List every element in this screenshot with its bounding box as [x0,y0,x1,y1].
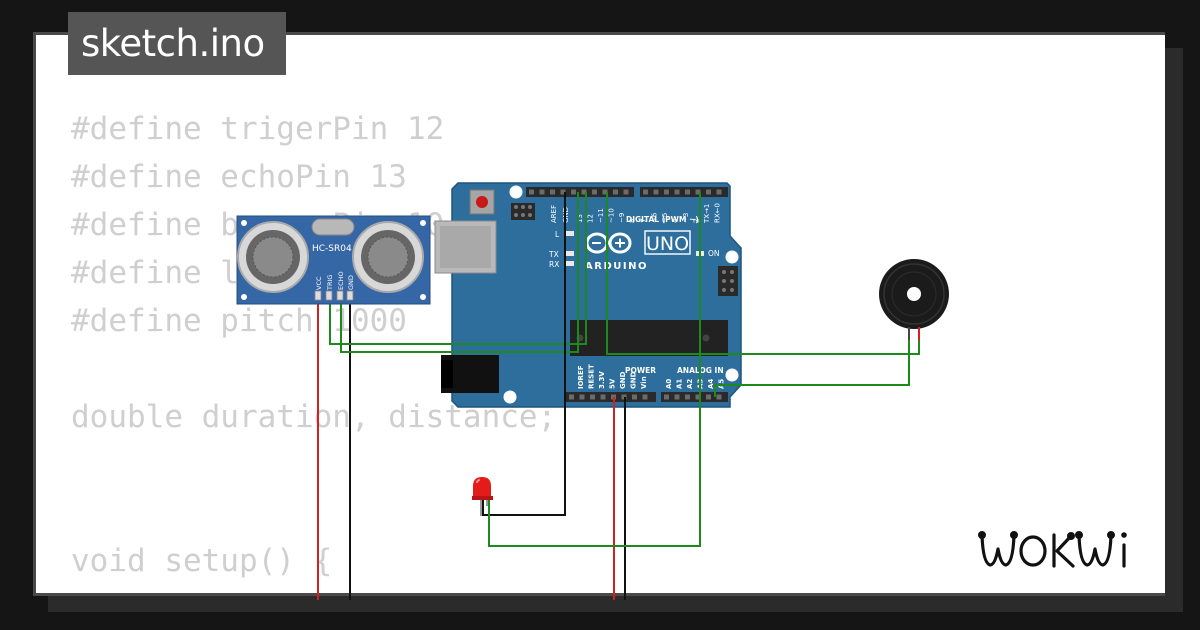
wire-echo [340,192,579,353]
file-tab-label: sketch.ino [81,22,265,65]
ultrasonic-sensor[interactable]: HC-SR04 VCC TRIG ECHO GND [236,215,431,305]
sensor-pin-gnd-label: GND [347,275,355,290]
rx-label: RX [549,260,559,269]
digital-pin-label: 4 [672,218,680,223]
sensor-pin-echo-label: ECHO [337,271,345,290]
power-pin-label: IOREF [577,365,585,389]
digital-pin-label: ~9 [618,213,626,223]
transducer-left-icon [237,221,309,293]
piezo-buzzer[interactable] [879,259,949,340]
digital-pin-label: ~10 [608,208,616,223]
file-tab: sketch.ino [68,12,286,75]
power-pin-label: RESET [588,364,596,389]
sensor-model-label: HC-SR04 [312,244,352,254]
wires [317,192,920,600]
digital-header-label: DIGITAL (PWM ~) [626,215,699,224]
digital-pin-label: RX←0 [714,203,722,223]
digital-pin-label: ~5 [661,213,669,223]
wire-buzzer-gnd [714,330,910,397]
digital-pin-label: ~11 [597,208,605,223]
aref-pin-label: AREF [550,205,558,223]
board-brand-label: ARDUINO [585,261,648,272]
board-model-label: UNO [646,233,689,255]
power-pin-label: Vin [640,376,648,389]
digital-pin-label: 2 [693,219,701,223]
digital-pin-label: ~6 [651,212,659,223]
wire-buzzer-signal [606,192,920,355]
wire-led-signal [488,192,701,547]
sensor-pin-vcc-label: VCC [315,276,323,290]
analog-pin-label: A2 [686,379,694,389]
sensor-pin-trig-label: TRIG [326,275,334,291]
card-shadow-bottom [48,596,1183,612]
digital-pin-label: 8 [629,219,637,223]
power-header-label: POWER [625,366,656,375]
wokwi-logo-icon [977,530,1127,568]
power-pin-label: GND [630,371,638,389]
transducer-right-icon [352,221,424,293]
analog-pin-label: A4 [707,379,715,389]
red-led[interactable] [472,477,493,516]
on-label: ON [708,249,720,258]
arduino-uno-board[interactable]: UNO ARDUINO DIGITAL (PWM ~) POWER ANALOG… [434,182,742,408]
digital-pin-label: 13 [576,214,584,223]
power-pin-label: 5V [609,378,617,389]
digital-pin-label: 7 [640,219,648,223]
code-line: #define trigerPin 12 [71,111,445,147]
wire-led-gnd [482,192,566,516]
code-line: void setup() { [71,543,333,579]
code-line: Serial.begin(9600); [71,591,463,593]
power-pin-label: GND [619,371,627,389]
digital-pin-label: TX→1 [703,204,711,224]
analog-pin-label: A1 [676,379,684,389]
code-line: #define pitch 1000 [71,303,407,339]
wire-trig [329,192,587,345]
power-pin-label: 3.3V [598,371,606,389]
card-shadow-right [1165,48,1183,612]
preview-card: #define trigerPin 12 #define echoPin 13 … [33,32,1165,596]
wokwi-logo: WOKWI [977,525,1148,575]
digital-pin-label: 12 [587,214,595,223]
digital-pin-label: ~3 [682,213,690,223]
led-l-label: L [555,230,560,239]
code-line: #define echoPin 13 [71,159,407,195]
tx-label: TX [548,250,559,259]
analog-pin-label: A5 [718,379,726,389]
analog-pin-label: A0 [665,379,673,389]
